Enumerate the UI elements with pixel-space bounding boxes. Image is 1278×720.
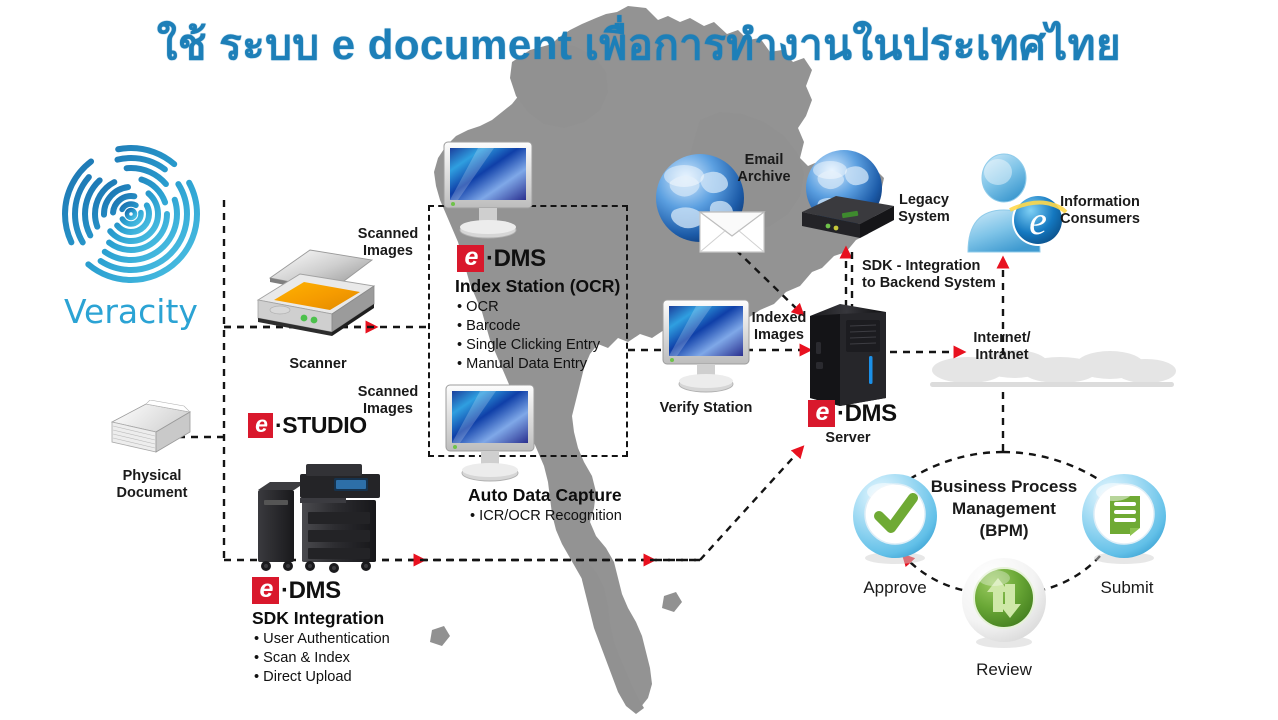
sdk-edms-logo-e: e	[259, 575, 274, 603]
index-station-bullets: OCR Barcode Single Clicking Entry Manual…	[457, 298, 600, 374]
estudio-logo-e: e	[255, 411, 268, 437]
server-label: Server	[825, 430, 871, 446]
sdk-integration-title: SDK Integration	[252, 608, 385, 628]
edms-logo-name: ·DMS	[486, 244, 546, 272]
estudio-logo-mark: e	[248, 413, 273, 438]
email-archive-icon	[648, 148, 766, 256]
sdk-integration-bullet-2: Direct Upload	[254, 668, 390, 687]
physical-document-icon	[106, 399, 196, 462]
bpm-review-label: Review	[976, 660, 1032, 679]
index-station-bullet-0: OCR	[457, 298, 600, 317]
edms-logo-mark: e	[457, 245, 484, 272]
bpm-submit-icon	[1078, 472, 1170, 564]
scanner-icon	[252, 248, 382, 344]
server-edms-logo-e: e	[815, 398, 830, 426]
svg-text:e: e	[1029, 198, 1047, 243]
bpm-title: Business Process Management (BPM)	[930, 477, 1078, 540]
information-consumers-label: Information Consumers	[1060, 194, 1140, 228]
index-station-title: Index Station (OCR)	[455, 276, 621, 296]
bpm-review-icon	[960, 556, 1048, 648]
index-station-bullet-1: Barcode	[457, 317, 600, 336]
scanner-label: Scanner	[289, 356, 347, 372]
veracity-wordmark-text: Veracity	[64, 292, 198, 331]
edms-logo-e: e	[464, 243, 479, 271]
veracity-logo-icon	[58, 142, 204, 292]
scanned-images-bottom-label: Scanned Images	[357, 384, 419, 418]
sdk-integration-bullet-0: User Authentication	[254, 630, 390, 649]
bpm-submit-label: Submit	[1100, 578, 1154, 597]
index-station-bullet-2: Single Clicking Entry	[457, 336, 600, 355]
internet-cloud-icon	[920, 344, 1180, 396]
verify-station-label: Verify Station	[659, 400, 753, 416]
auto-data-capture-bullets: ICR/OCR Recognition	[470, 507, 622, 526]
sdk-edms-logo-name: ·DMS	[281, 576, 341, 604]
index-station-bullet-3: Manual Data Entry	[457, 355, 600, 374]
sdk-integration-bullet-1: Scan & Index	[254, 649, 390, 668]
auto-data-capture-title: Auto Data Capture	[468, 485, 622, 505]
page-title: ใช้ ระบบ e document เพื่อการทำงานในประเท…	[156, 21, 1122, 68]
legacy-system-label: Legacy System	[898, 192, 950, 226]
scanned-images-top-label: Scanned Images	[357, 226, 419, 260]
auto-data-capture-bullet-0: ICR/OCR Recognition	[470, 507, 622, 526]
information-consumers-icon: e	[960, 152, 1068, 260]
auto-data-capture-monitor-icon	[440, 381, 540, 487]
server-edms-logo-mark: e	[808, 400, 835, 427]
estudio-logo: e ·STUDIO	[248, 413, 367, 438]
server-edms-logo: e ·DMS	[808, 400, 897, 427]
legacy-system-icon	[788, 146, 900, 252]
email-archive-label: Email Archive	[737, 152, 791, 186]
bpm-approve-icon	[849, 472, 941, 564]
veracity-wordmark: Veracity	[58, 292, 204, 331]
sdk-backend-label: SDK - Integration to Backend System	[862, 258, 996, 292]
server-edms-logo-name: ·DMS	[837, 399, 897, 427]
physical-document-label: Physical Document	[116, 468, 188, 502]
internet-intranet-label: Internet/ Intranet	[973, 330, 1031, 364]
sdk-integration-bullets: User Authentication Scan & Index Direct …	[254, 630, 390, 687]
bpm-approve-label: Approve	[863, 578, 927, 597]
estudio-logo-name: ·STUDIO	[275, 412, 367, 438]
multifunction-printer-icon	[256, 456, 388, 578]
index-station-edms-logo: e ·DMS	[457, 245, 546, 272]
sdk-integration-edms-logo: e ·DMS	[252, 577, 341, 604]
indexed-images-label: Indexed Images	[751, 310, 807, 344]
index-station-monitor-icon	[438, 138, 538, 244]
sdk-edms-logo-mark: e	[252, 577, 279, 604]
verify-station-monitor-icon	[658, 296, 754, 398]
edms-server-icon	[806, 302, 890, 406]
